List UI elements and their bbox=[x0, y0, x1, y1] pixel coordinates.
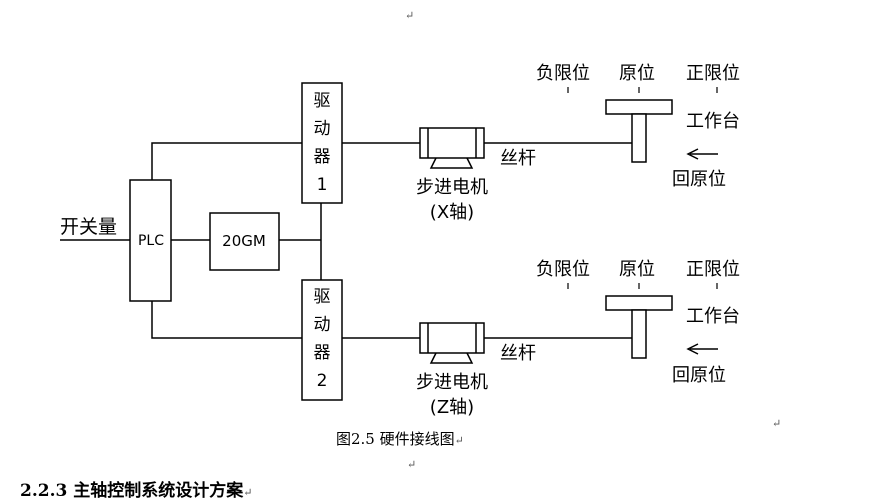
neg-limit-z-label: 负限位 bbox=[536, 259, 590, 280]
return-origin-x-label: 回原位 bbox=[672, 169, 726, 190]
worktable-z-icon bbox=[605, 295, 673, 359]
worktable-x-icon bbox=[605, 99, 673, 163]
motor-x-axis-label: (X轴) bbox=[430, 202, 474, 223]
driver2-box bbox=[301, 279, 343, 401]
driver1-char: 驱 bbox=[314, 91, 331, 111]
pos-limit-x-label: 正限位 bbox=[686, 63, 740, 84]
pos-limit-z-label: 正限位 bbox=[686, 259, 740, 280]
paragraph-mark: ↵ bbox=[772, 417, 782, 430]
motor-z-axis-label: (Z轴) bbox=[430, 397, 474, 418]
plc-label: PLC bbox=[138, 233, 164, 249]
driver1-box bbox=[301, 82, 343, 204]
screw-x-label: 丝杆 bbox=[500, 148, 536, 169]
return-arrow-x-icon bbox=[686, 148, 718, 160]
section-heading-text: 2.2.3 主轴控制系统设计方案 bbox=[20, 481, 244, 501]
stepper-motor-x-icon bbox=[419, 127, 485, 169]
paragraph-mark: ↵ bbox=[454, 434, 464, 447]
timer-20gm-box bbox=[209, 212, 280, 271]
neg-limit-x-label: 负限位 bbox=[536, 63, 590, 84]
motor-z-label: 步进电机 bbox=[416, 372, 488, 393]
driver2-char: 驱 bbox=[314, 287, 331, 307]
driver2-char: 2 bbox=[317, 371, 328, 391]
paragraph-mark: ↵ bbox=[405, 9, 415, 22]
figure-caption: 图2.5 硬件接线图↵ bbox=[336, 428, 464, 449]
driver2-char: 器 bbox=[314, 343, 331, 363]
driver1-char: 1 bbox=[317, 175, 328, 195]
driver2-char: 动 bbox=[314, 315, 331, 335]
paragraph-mark: ↵ bbox=[407, 458, 417, 471]
worktable-x-label: 工作台 bbox=[686, 111, 740, 132]
screw-z-label: 丝杆 bbox=[500, 343, 536, 364]
driver1-char: 器 bbox=[314, 147, 331, 167]
stepper-motor-z-icon bbox=[419, 322, 485, 364]
section-heading: 2.2.3 主轴控制系统设计方案↵ bbox=[20, 476, 252, 501]
origin-z-label: 原位 bbox=[619, 259, 655, 280]
return-origin-z-label: 回原位 bbox=[672, 365, 726, 386]
worktable-z-label: 工作台 bbox=[686, 306, 740, 327]
plc-to-driver1-line bbox=[151, 142, 302, 180]
return-arrow-z-icon bbox=[686, 343, 718, 355]
paragraph-mark: ↵ bbox=[243, 486, 253, 499]
timer-20gm-label: 20GM bbox=[222, 232, 266, 250]
plc-to-driver2-line bbox=[151, 301, 302, 339]
origin-x-label: 原位 bbox=[619, 63, 655, 84]
motor-x-label: 步进电机 bbox=[416, 177, 488, 198]
switch-input-label: 开关量 bbox=[60, 216, 117, 238]
figure-caption-text: 图2.5 硬件接线图 bbox=[336, 430, 455, 448]
driver1-char: 动 bbox=[314, 119, 331, 139]
